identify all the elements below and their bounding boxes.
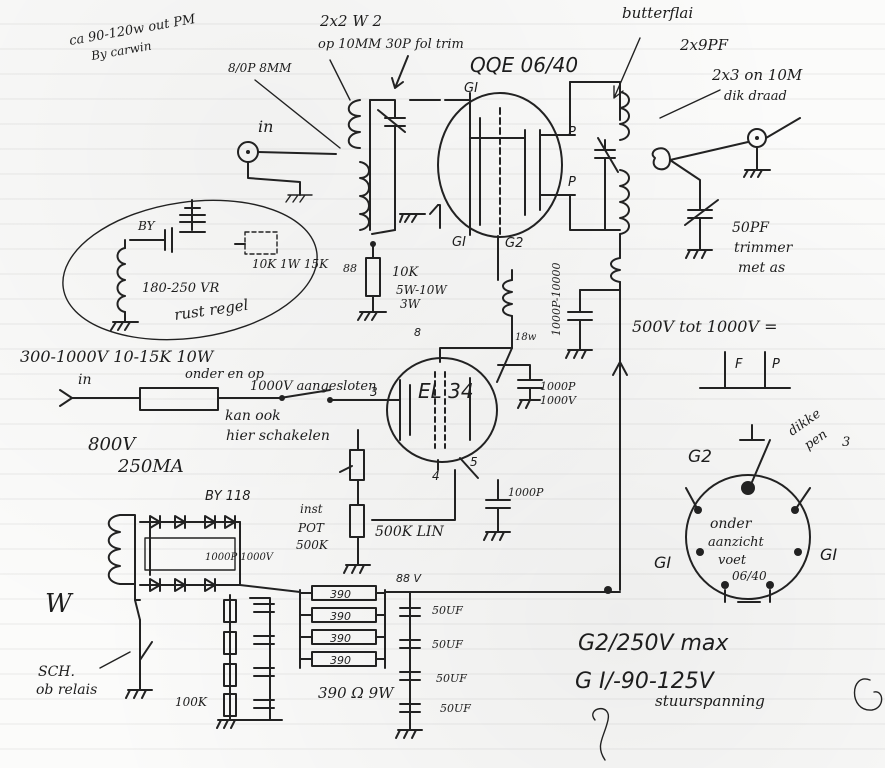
bias-network <box>62 199 318 341</box>
label-hv-input: 300-1000V 10-15K 10W <box>20 347 215 366</box>
label-tube-type: QQE 06/40 <box>470 53 578 77</box>
label-hv-in: in <box>78 372 92 388</box>
resistor-10k <box>357 243 387 321</box>
label-relay-1: SCH. <box>38 664 75 680</box>
note-butterfly-cap: 2x9PF <box>679 36 729 54</box>
resistor-bank-390 <box>299 585 386 669</box>
label-trimmer-axis: met as <box>738 260 785 276</box>
socket-pinout <box>685 351 811 603</box>
label-el34: EL 34 <box>418 379 474 403</box>
label-trimmer: trimmer <box>734 240 794 256</box>
label-gnd-r: 88 <box>343 262 357 275</box>
note-output-coil: 2x3 on 10M <box>711 66 803 84</box>
filter-caps <box>384 586 621 739</box>
resistor-hv-series <box>139 387 219 411</box>
label-pot-lin: 500K LIN <box>375 524 444 540</box>
divider-100k <box>216 594 283 729</box>
label-small-coil: 8/0P 8MM <box>228 61 292 75</box>
diode-bridge <box>139 515 301 593</box>
label-switch-2: 1000V aangesloten <box>250 379 376 394</box>
label-bias-by: BY <box>137 219 156 233</box>
label-thick-pin-3: 3 <box>842 435 850 450</box>
label-socket-gi-left: GI <box>654 553 671 572</box>
label-cap-50uf-b: 50UF <box>432 638 463 651</box>
g2-choke <box>502 269 513 349</box>
plate-choke <box>565 257 628 591</box>
output-tank <box>569 81 671 259</box>
label-trimmer-cap: 50PF <box>732 220 770 236</box>
label-socket-view-4: 06/40 <box>732 569 767 583</box>
label-r-390-power: 390 Ω 9W <box>318 684 395 702</box>
label-r-100k: 100K <box>175 695 208 709</box>
label-bridge-caps: 1000P 1000V <box>205 552 275 563</box>
label-socket-gi-right: GI <box>820 545 837 564</box>
label-pin4: 4 <box>432 469 440 483</box>
label-c-1000p-b: 1000P <box>508 486 544 499</box>
trimmer-50pf <box>669 159 719 259</box>
label-switch-3: kan ook <box>225 408 281 424</box>
label-hv-range: 500V tot 1000V = <box>632 317 778 336</box>
label-socket-g2: G2 <box>688 447 712 467</box>
pot-adjust <box>339 429 456 574</box>
label-relay-2: ob relais <box>36 682 97 698</box>
label-cap-50uf-d: 50UF <box>440 702 471 715</box>
label-r-390-c: 390 <box>330 632 351 645</box>
label-c-1000p: 1000P <box>540 380 576 393</box>
label-switch-4: hier schakelen <box>226 428 330 444</box>
label-tube-p: P <box>568 125 576 140</box>
label-socket-view-1: onder <box>710 516 753 532</box>
label-tube-gi-left: GI <box>452 235 466 250</box>
cathode-caps <box>483 364 543 541</box>
spec-g1-note: stuurspanning <box>655 692 765 710</box>
input-tank-coil <box>347 99 441 235</box>
label-socket-f: F <box>735 357 743 372</box>
label-r-3w: 3W <box>400 297 422 311</box>
label-cap-50uf-c: 50UF <box>436 672 467 685</box>
note-output-coil-wire: dik draad <box>724 89 787 104</box>
tube-el34 <box>386 347 513 479</box>
label-r-390-a: 390 <box>330 588 351 601</box>
label-r-390-d: 390 <box>330 654 351 667</box>
label-tube-gi-top: GI <box>464 81 478 96</box>
label-pin8: 8 <box>414 326 421 339</box>
label-socket-view-2: aanzicht <box>708 535 765 550</box>
label-pin3: 3 <box>370 385 378 399</box>
label-mains-w: W <box>45 589 74 619</box>
label-switch-1: onder en op <box>185 367 265 382</box>
label-trafo-current: 250MA <box>117 456 184 477</box>
label-trafo-voltage: 800V <box>88 434 137 455</box>
mains-switch <box>99 619 153 699</box>
label-cap-50uf-a: 50UF <box>432 604 463 617</box>
label-in-connector: in <box>258 117 273 136</box>
label-socket-p: P <box>772 357 780 372</box>
note-butterfly: butterflai <box>622 4 693 22</box>
label-pot-2: POT <box>297 521 325 535</box>
label-tube-p2: P <box>568 175 576 190</box>
power-transformer <box>107 514 141 621</box>
label-pot-3: 500K <box>296 538 329 552</box>
label-c-1000v: 1000V <box>540 394 577 407</box>
label-r-390-b: 390 <box>330 610 351 623</box>
label-bias-adjust: rust regel <box>173 296 250 324</box>
label-18w: 18w <box>515 332 537 343</box>
tube-qqe0640 <box>399 92 576 281</box>
label-bias-resistors: 10K 1W 15K <box>252 257 329 271</box>
label-cap-range: 1000P-10000 <box>550 262 563 336</box>
label-r-5w: 5W-10W <box>396 283 448 297</box>
label-vr-range: 180-250 VR <box>142 281 220 296</box>
label-diodes: BY 118 <box>205 489 251 504</box>
label-node-v: 88 V <box>396 572 422 585</box>
spec-g1: G I/-90-125V <box>575 669 716 694</box>
label-tube-g2: G2 <box>505 236 523 251</box>
label-pot-1: inst <box>300 502 323 516</box>
spec-g2: G2/250V max <box>578 631 729 656</box>
label-pin5: 5 <box>470 455 478 469</box>
note-input-coil-2: op 10MM 30P fol trim <box>318 37 464 52</box>
label-r-10k: 10K <box>392 265 420 280</box>
note-input-coil-1: 2x2 W 2 <box>319 12 382 30</box>
label-socket-view-3: voet <box>718 553 747 568</box>
